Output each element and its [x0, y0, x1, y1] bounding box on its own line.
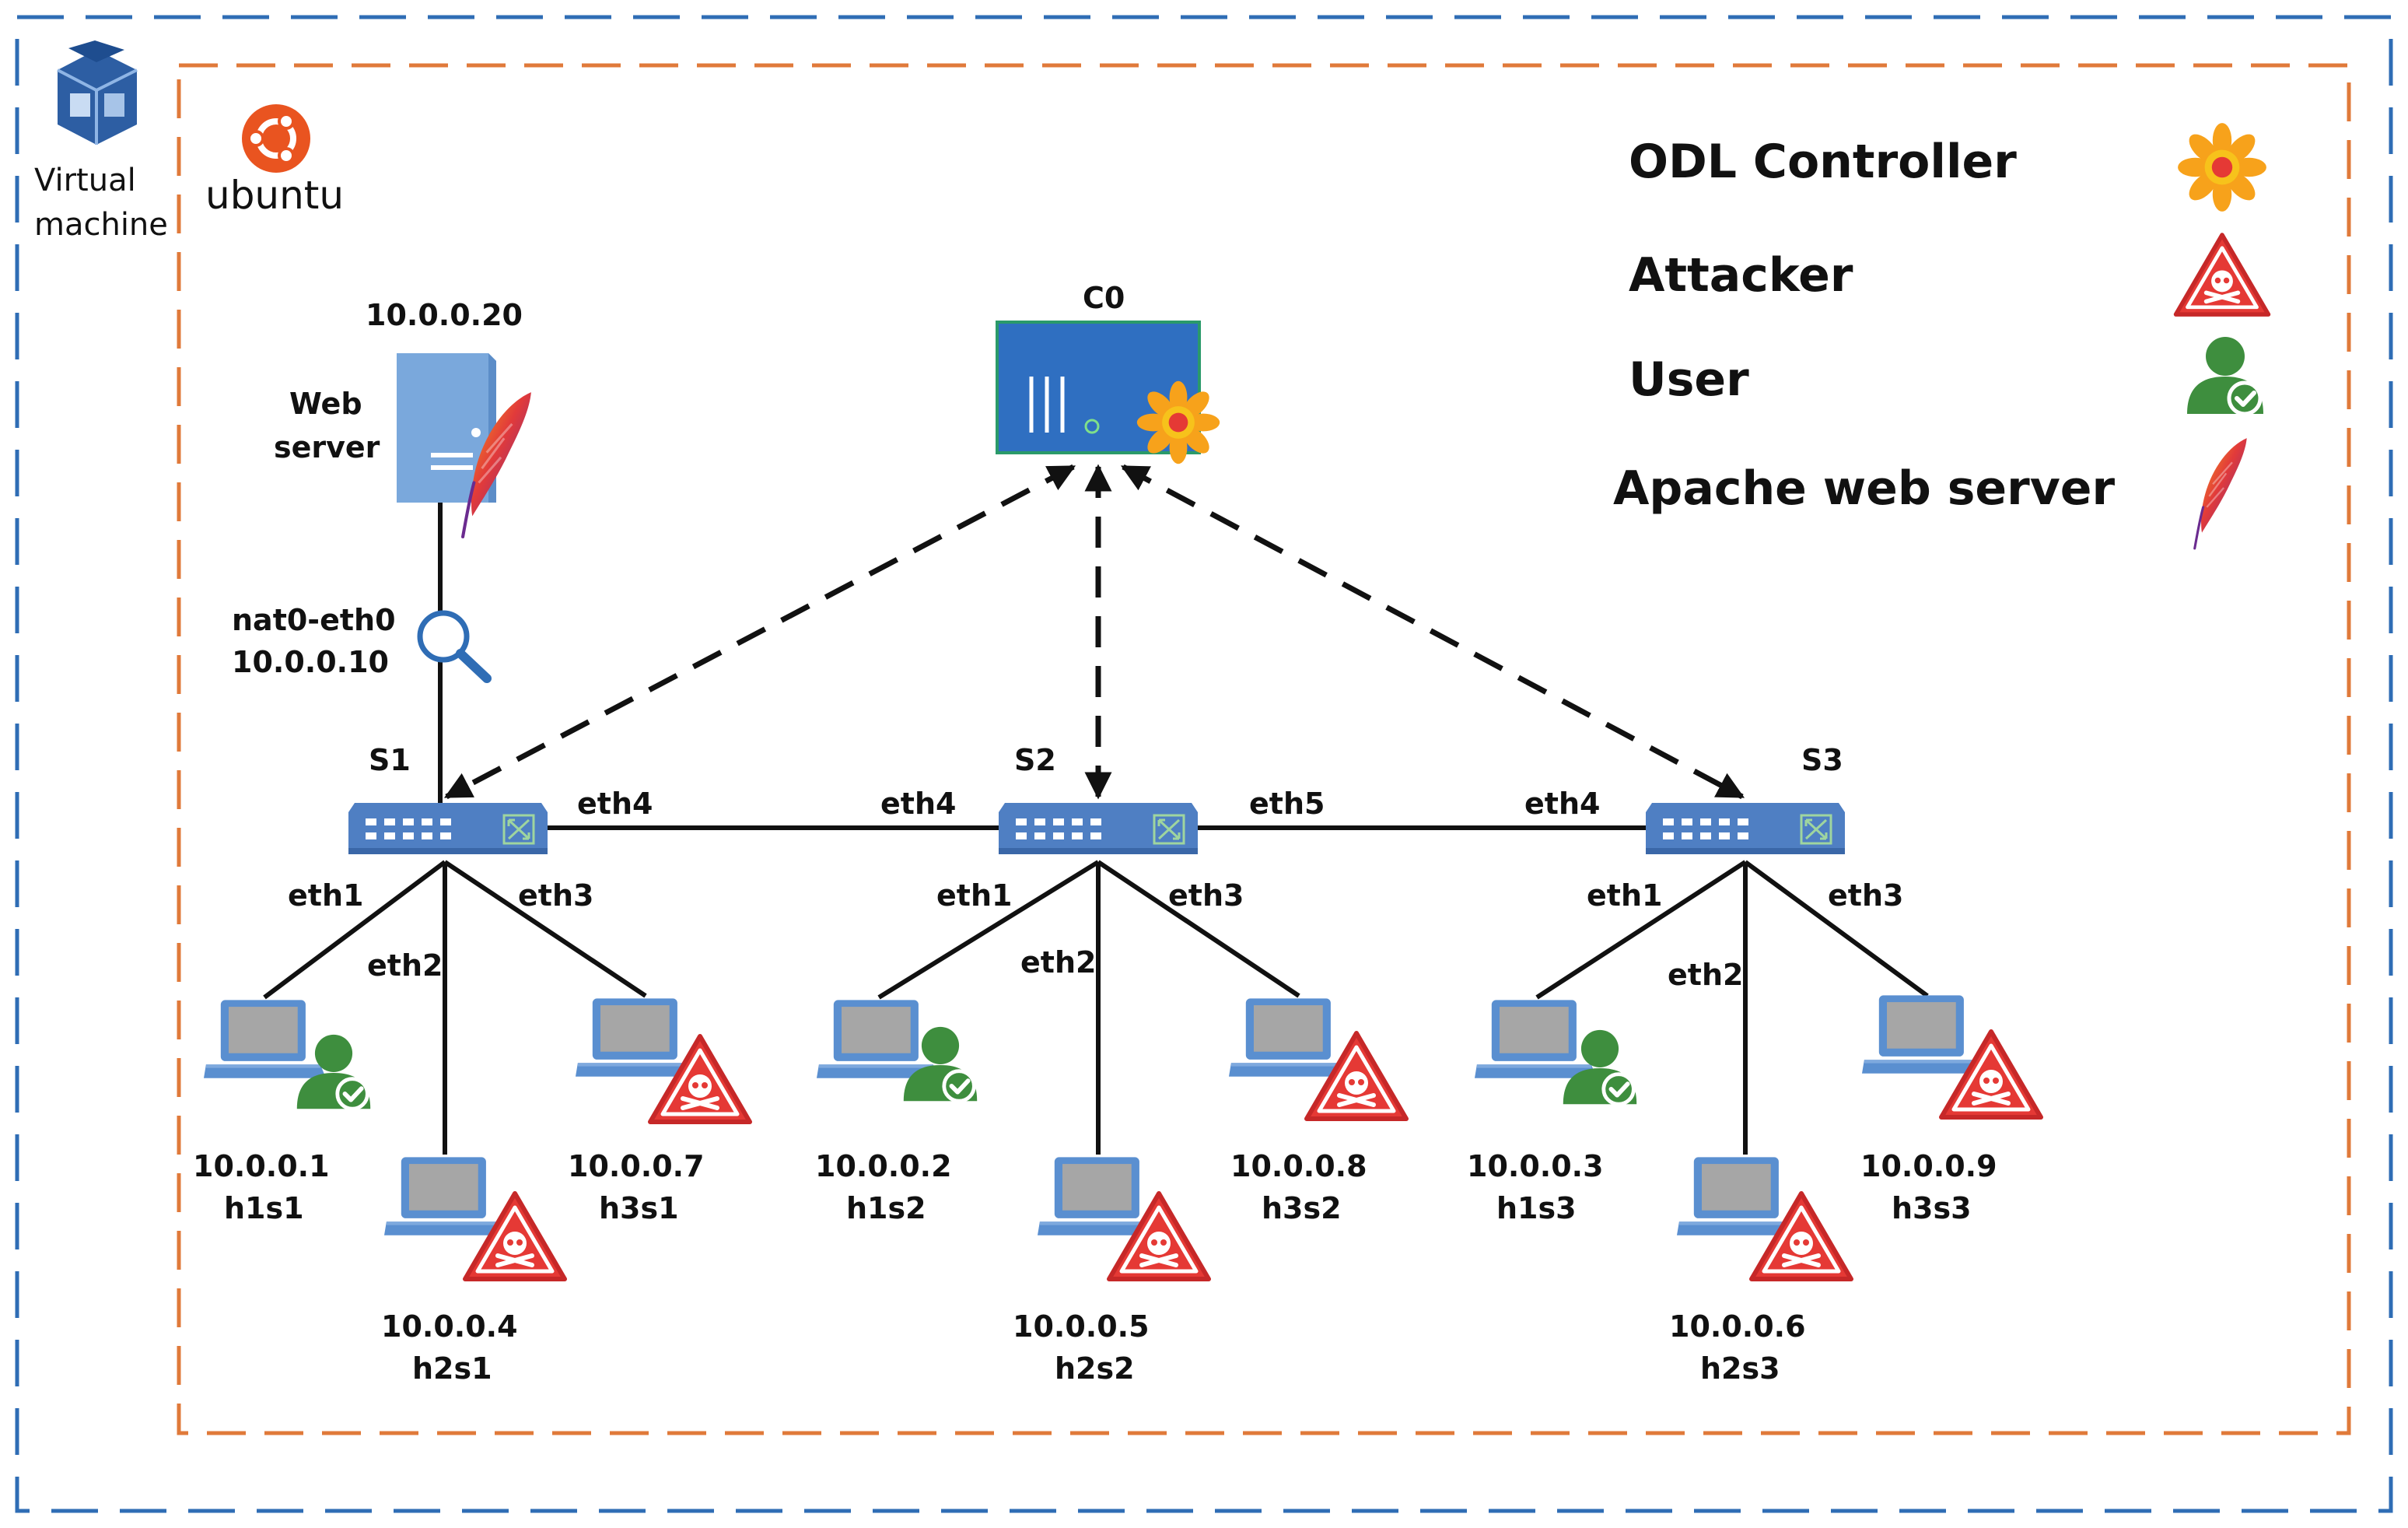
- host-ip: 10.0.0.9: [1860, 1149, 1997, 1183]
- webserver-ip: 10.0.0.20: [366, 298, 523, 332]
- link-s2-h1s2: [877, 860, 1100, 1000]
- legend-attacker-label: Attacker: [1629, 248, 1853, 303]
- host-ip: 10.0.0.1: [193, 1149, 330, 1183]
- virtualbox-icon: [57, 40, 138, 145]
- s2-east-port: eth5: [1249, 787, 1325, 821]
- host-name: h1s1: [224, 1191, 304, 1225]
- s3-eth2-label: eth2: [1668, 958, 1743, 992]
- link-s1-h1s1: [263, 860, 446, 1000]
- data-links: [263, 498, 1929, 1155]
- s1-east-port: eth4: [577, 787, 653, 821]
- webserver-label-line2: server: [274, 430, 380, 464]
- ubuntu-icon: [242, 104, 310, 173]
- control-links: [443, 464, 1745, 800]
- switch-s3-label: S3: [1801, 743, 1843, 777]
- ubuntu-frame: [177, 63, 2351, 1435]
- s2-eth2-label: eth2: [1020, 945, 1096, 980]
- host-name: h3s1: [599, 1191, 679, 1225]
- host-name: h1s3: [1496, 1191, 1577, 1225]
- s1-eth3-label: eth3: [518, 878, 593, 913]
- switch-s3: [1644, 801, 1846, 856]
- legend-user-label: User: [1629, 352, 1749, 407]
- link-s3-h3s3: [1744, 860, 1929, 998]
- host-h2s1: 10.0.0.4 h2s1: [381, 1157, 565, 1386]
- host-h3s3: 10.0.0.9 h3s3: [1860, 995, 2041, 1225]
- host-h1s3: 10.0.0.3 h1s3: [1467, 1000, 1636, 1225]
- switch-s1: [347, 801, 549, 856]
- host-h1s1: 10.0.0.1 h1s1: [193, 1000, 370, 1225]
- link-s3-h1s3: [1535, 860, 1747, 1000]
- host-name: h2s2: [1055, 1351, 1135, 1386]
- host-ip: 10.0.0.6: [1669, 1309, 1806, 1344]
- webserver-icon: [397, 353, 496, 503]
- controller-label: C0: [1083, 281, 1125, 315]
- link-s2-h3s2: [1097, 860, 1300, 998]
- apache-feather-icon: [2193, 436, 2249, 550]
- s2-eth1-label: eth1: [936, 878, 1012, 913]
- host-h2s3: 10.0.0.6 h2s3: [1669, 1157, 1851, 1386]
- switch-s2-label: S2: [1014, 743, 1056, 777]
- control-link-s1: [443, 464, 1076, 800]
- odl-controller-icon: [2178, 123, 2266, 212]
- s1-eth2-label: eth2: [367, 948, 443, 983]
- s3-west-port: eth4: [1524, 787, 1600, 821]
- vm-label-line2: machine: [34, 207, 168, 243]
- s2-eth3-label: eth3: [1168, 878, 1244, 913]
- s2-west-port: eth4: [880, 787, 956, 821]
- vm-label-line1: Virtual: [34, 163, 136, 198]
- host-ip: 10.0.0.3: [1467, 1149, 1604, 1183]
- legend-controller-label: ODL Controller: [1629, 135, 2017, 189]
- ubuntu-label: ubuntu: [205, 173, 344, 218]
- legend-apache-label: Apache web server: [1613, 461, 2115, 516]
- host-h1s2: 10.0.0.2 h1s2: [815, 1000, 977, 1225]
- host-name: h3s3: [1892, 1191, 1972, 1225]
- attacker-icon: [2176, 235, 2269, 314]
- host-name: h2s3: [1700, 1351, 1780, 1386]
- host-name: h2s1: [412, 1351, 492, 1386]
- host-ip: 10.0.0.4: [381, 1309, 518, 1344]
- control-link-s3: [1120, 464, 1745, 800]
- host-h3s2: 10.0.0.8 h3s2: [1229, 998, 1406, 1225]
- host-ip: 10.0.0.7: [568, 1149, 705, 1183]
- switch-s2: [997, 801, 1199, 856]
- host-name: h3s2: [1262, 1191, 1342, 1225]
- host-name: h1s2: [846, 1191, 926, 1225]
- link-s1-h3s1: [443, 860, 647, 998]
- magnifier-icon: [417, 610, 492, 683]
- host-ip: 10.0.0.2: [815, 1149, 952, 1183]
- host-ip: 10.0.0.5: [1013, 1309, 1150, 1344]
- nat-iface-label: nat0-eth0: [232, 603, 396, 637]
- s1-eth1-label: eth1: [288, 878, 363, 913]
- user-icon: [2187, 337, 2263, 414]
- host-ip: 10.0.0.8: [1230, 1149, 1367, 1183]
- switch-s1-label: S1: [369, 743, 411, 777]
- host-h2s2: 10.0.0.5 h2s2: [1013, 1157, 1209, 1386]
- s3-eth1-label: eth1: [1587, 878, 1662, 913]
- virtual-machine-frame: [15, 15, 2393, 1513]
- s3-eth3-label: eth3: [1828, 878, 1903, 913]
- host-h3s1: 10.0.0.7 h3s1: [568, 998, 750, 1225]
- webserver-label-line1: Web: [289, 387, 362, 421]
- controller-odl-icon: [1136, 380, 1220, 464]
- nat-iface-ip: 10.0.0.10: [232, 645, 389, 679]
